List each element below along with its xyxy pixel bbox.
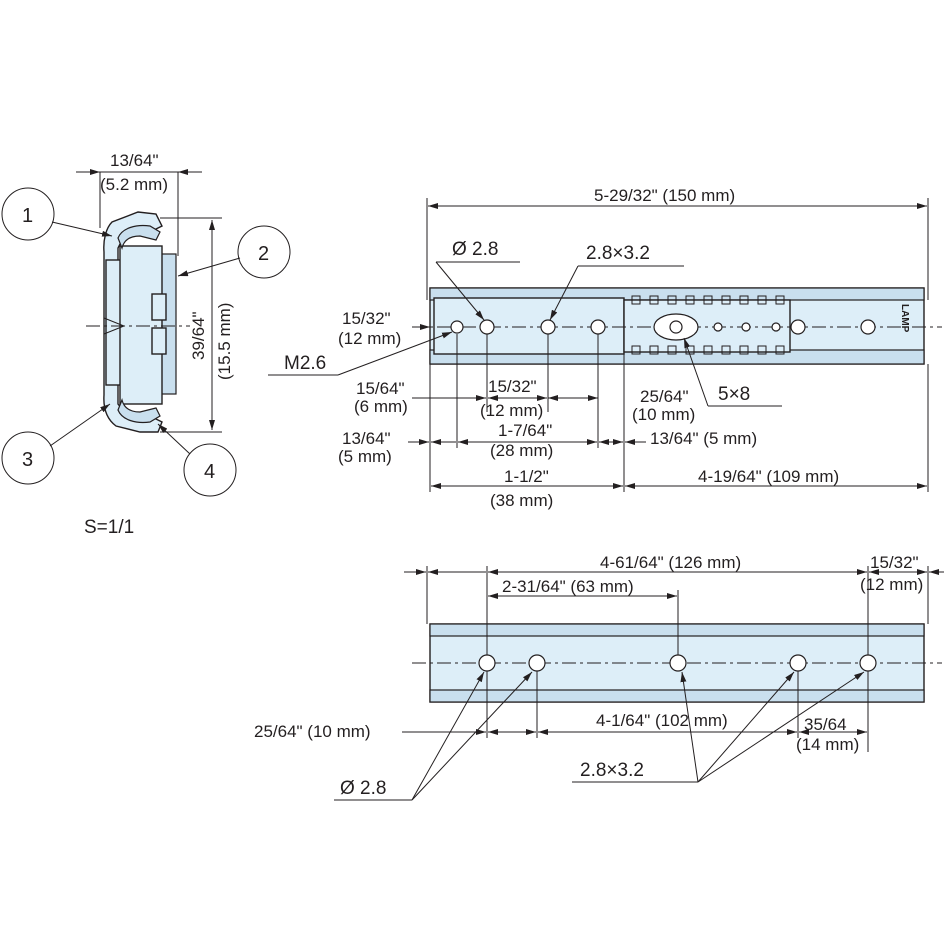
top-d6: 13/64" (5 mm) [650,429,757,448]
callout-2: 2 [177,225,291,279]
top-d2-in: 15/32" [488,377,537,396]
top-d7-in: 1-1/2" [504,467,549,486]
top-d4-mm: (5 mm) [338,447,392,466]
top-d1-in: 15/64" [356,379,405,398]
bottom-slot: 2.8×3.2 [580,760,644,781]
top-length: 5-29/32" (150 mm) [594,186,735,205]
top-d8: 4-19/64" (109 mm) [698,467,839,486]
bottom-d2-in: 15/32" [870,553,919,572]
section-center-mark [103,317,126,335]
side-height-mm: (15.5 mm) [215,303,234,380]
side-width-in: 13/64" [110,151,159,170]
bottom-d4: 25/64" (10 mm) [254,722,371,741]
bottom-d6-in: 35/64 [804,715,847,734]
svg-text:2: 2 [258,243,269,265]
top-height-mm: (12 mm) [338,329,401,348]
top-height-in: 15/32" [342,309,391,328]
top-hole-dia: Ø 2.8 [452,239,498,260]
bottom-d3: 2-31/64" (63 mm) [502,577,634,596]
callout-4: 4 [157,423,237,497]
side-height-in: 39/64" [189,311,208,360]
side-width-mm: (5.2 mm) [100,175,168,194]
section-top-hook [117,224,161,250]
top-slot-2: 5×8 [718,384,750,405]
top-d2-mm: (12 mm) [480,401,543,420]
bottom-flange-lower [429,689,925,703]
top-d7-mm: (38 mm) [490,491,553,510]
top-slot-1: 2.8×3.2 [586,243,650,264]
top-d3-mm: (10 mm) [632,405,695,424]
bottom-d6-mm: (14 mm) [796,735,859,754]
top-d4-in: 13/64" [342,429,391,448]
svg-text:1: 1 [22,205,33,227]
side-view: 13/64" (5.2 mm) 39/64" (15.5 mm) 1 2 3 4 [1,151,291,538]
bottom-flange-upper [429,623,925,637]
brand-logo: LAMP [899,304,910,333]
callout-1: 1 [1,187,113,241]
top-d3-in: 25/64" [640,387,689,406]
scale-label: S=1/1 [84,517,134,538]
bottom-d5: 4-1/64" (102 mm) [596,711,728,730]
svg-text:4: 4 [204,461,215,483]
top-holes [450,313,876,341]
callout-3: 3 [1,403,111,485]
top-d1-mm: (6 mm) [354,397,408,416]
top-d5-in: 1-7/64" [498,421,552,440]
top-view: 5-29/32" (150 mm) [268,186,942,510]
top-ball-retainer [623,299,791,353]
bottom-hole-dia: Ø 2.8 [340,778,386,799]
bottom-view: 4-61/64" (126 mm) 15/32" (12 mm) 2-31/64… [254,553,944,801]
svg-text:3: 3 [22,449,33,471]
retainer-notches-bottom [631,345,785,355]
section-bottom-hook [117,398,161,424]
retainer-notches-top [631,295,785,305]
top-d5-mm: (28 mm) [490,441,553,460]
section-ball-top [151,293,167,321]
bottom-d2-mm: (12 mm) [860,575,923,594]
section-ball-bottom [151,327,167,355]
section-middle-member [119,245,163,405]
top-screw: M2.6 [284,353,326,374]
bottom-d1: 4-61/64" (126 mm) [600,553,741,572]
